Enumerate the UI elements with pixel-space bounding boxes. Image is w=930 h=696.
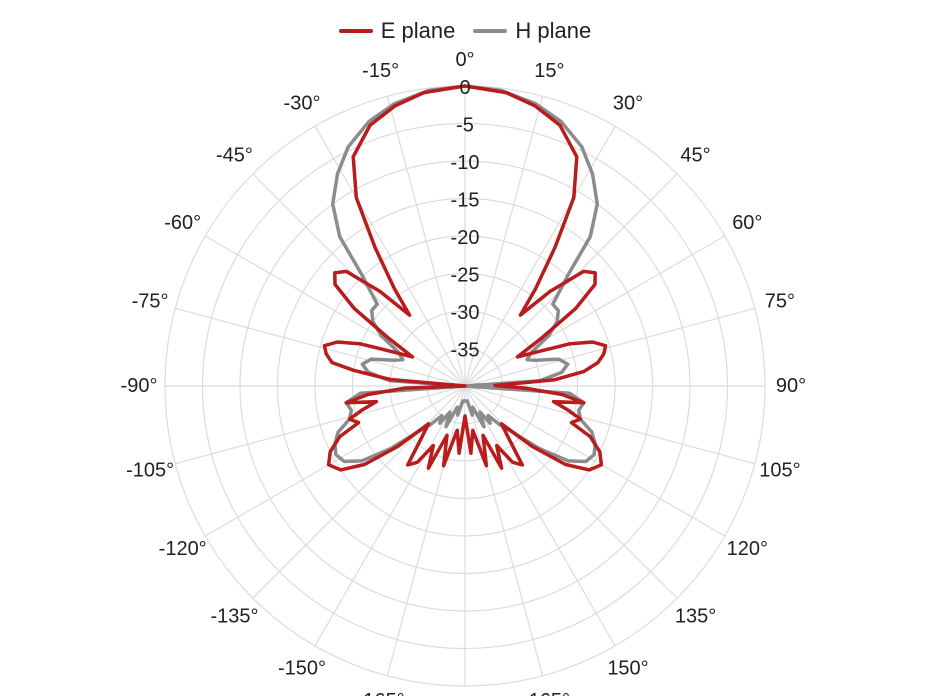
angle-tick-label: 120°: [727, 538, 768, 560]
series-line-e-plane: [322, 84, 608, 472]
series-layer: [322, 84, 608, 472]
radial-tick-label: -5: [456, 115, 474, 137]
angle-tick-label: 105°: [759, 459, 800, 481]
angle-tick-label: 45°: [680, 144, 710, 166]
grid-spoke: [204, 385, 466, 537]
angle-tick-label: 75°: [765, 291, 795, 313]
grid-spoke: [175, 307, 466, 387]
legend-swatch: [473, 29, 508, 33]
angle-tick-label: 135°: [675, 606, 716, 628]
radial-tick-label: -20: [451, 227, 480, 249]
angle-tick-label: 15°: [534, 60, 564, 82]
grid-spoke: [314, 385, 466, 647]
grid-spoke: [464, 235, 726, 387]
radial-tick-label: -15: [451, 190, 480, 212]
grid-spoke: [204, 235, 466, 387]
angle-tick-label: -120°: [159, 538, 207, 560]
angle-tick-label: -75°: [132, 291, 169, 313]
angle-tick-label: -45°: [216, 144, 253, 166]
angle-tick-label: -60°: [164, 212, 201, 234]
radial-tick-label: -10: [451, 152, 480, 174]
angle-tick-label: -90°: [121, 375, 158, 397]
angle-tick-label: -15°: [362, 60, 399, 82]
angle-tick-label: 165°: [529, 690, 570, 696]
angle-tick-label: 150°: [607, 657, 648, 679]
angle-tick-label: -105°: [126, 459, 174, 481]
angle-tick-label: -150°: [278, 657, 326, 679]
grid-spoke: [386, 385, 466, 676]
grid-spoke: [464, 385, 678, 599]
grid-spoke: [464, 125, 616, 387]
grid-spoke: [464, 385, 755, 465]
radial-tick-label: -25: [451, 265, 480, 287]
grid-spoke: [314, 125, 466, 387]
legend-swatch: [338, 29, 373, 33]
grid-spoke: [252, 385, 466, 599]
grid-spoke: [464, 96, 544, 387]
grid-spoke: [464, 385, 726, 537]
grid-spoke: [464, 307, 755, 387]
legend-label: E plane: [380, 18, 456, 43]
legend-item: H plane: [473, 18, 591, 44]
radial-tick-label: 0: [459, 77, 470, 99]
grid-spoke: [175, 385, 466, 465]
legend-label: H plane: [515, 18, 592, 43]
angle-tick-label: 0°: [455, 49, 474, 71]
grid-spoke: [386, 96, 466, 387]
angle-tick-label: 30°: [613, 93, 643, 115]
axis-labels: 0° 15° 30° 45° 60° 75° 90° 105° 120° 135° 150° 165°…: [121, 49, 807, 696]
angle-tick-label: -135°: [210, 606, 258, 628]
legend-item: E plane: [338, 18, 456, 44]
angle-tick-label: -165°: [357, 690, 405, 696]
grid-spoke: [464, 385, 616, 647]
grid-spoke: [464, 385, 544, 676]
angle-tick-label: 90°: [776, 375, 806, 397]
radial-tick-label: -35: [451, 340, 480, 362]
radial-tick-label: -30: [451, 302, 480, 324]
legend: E plane H plane: [0, 14, 930, 48]
angle-tick-label: 60°: [732, 212, 762, 234]
angle-tick-label: -30°: [284, 93, 321, 115]
